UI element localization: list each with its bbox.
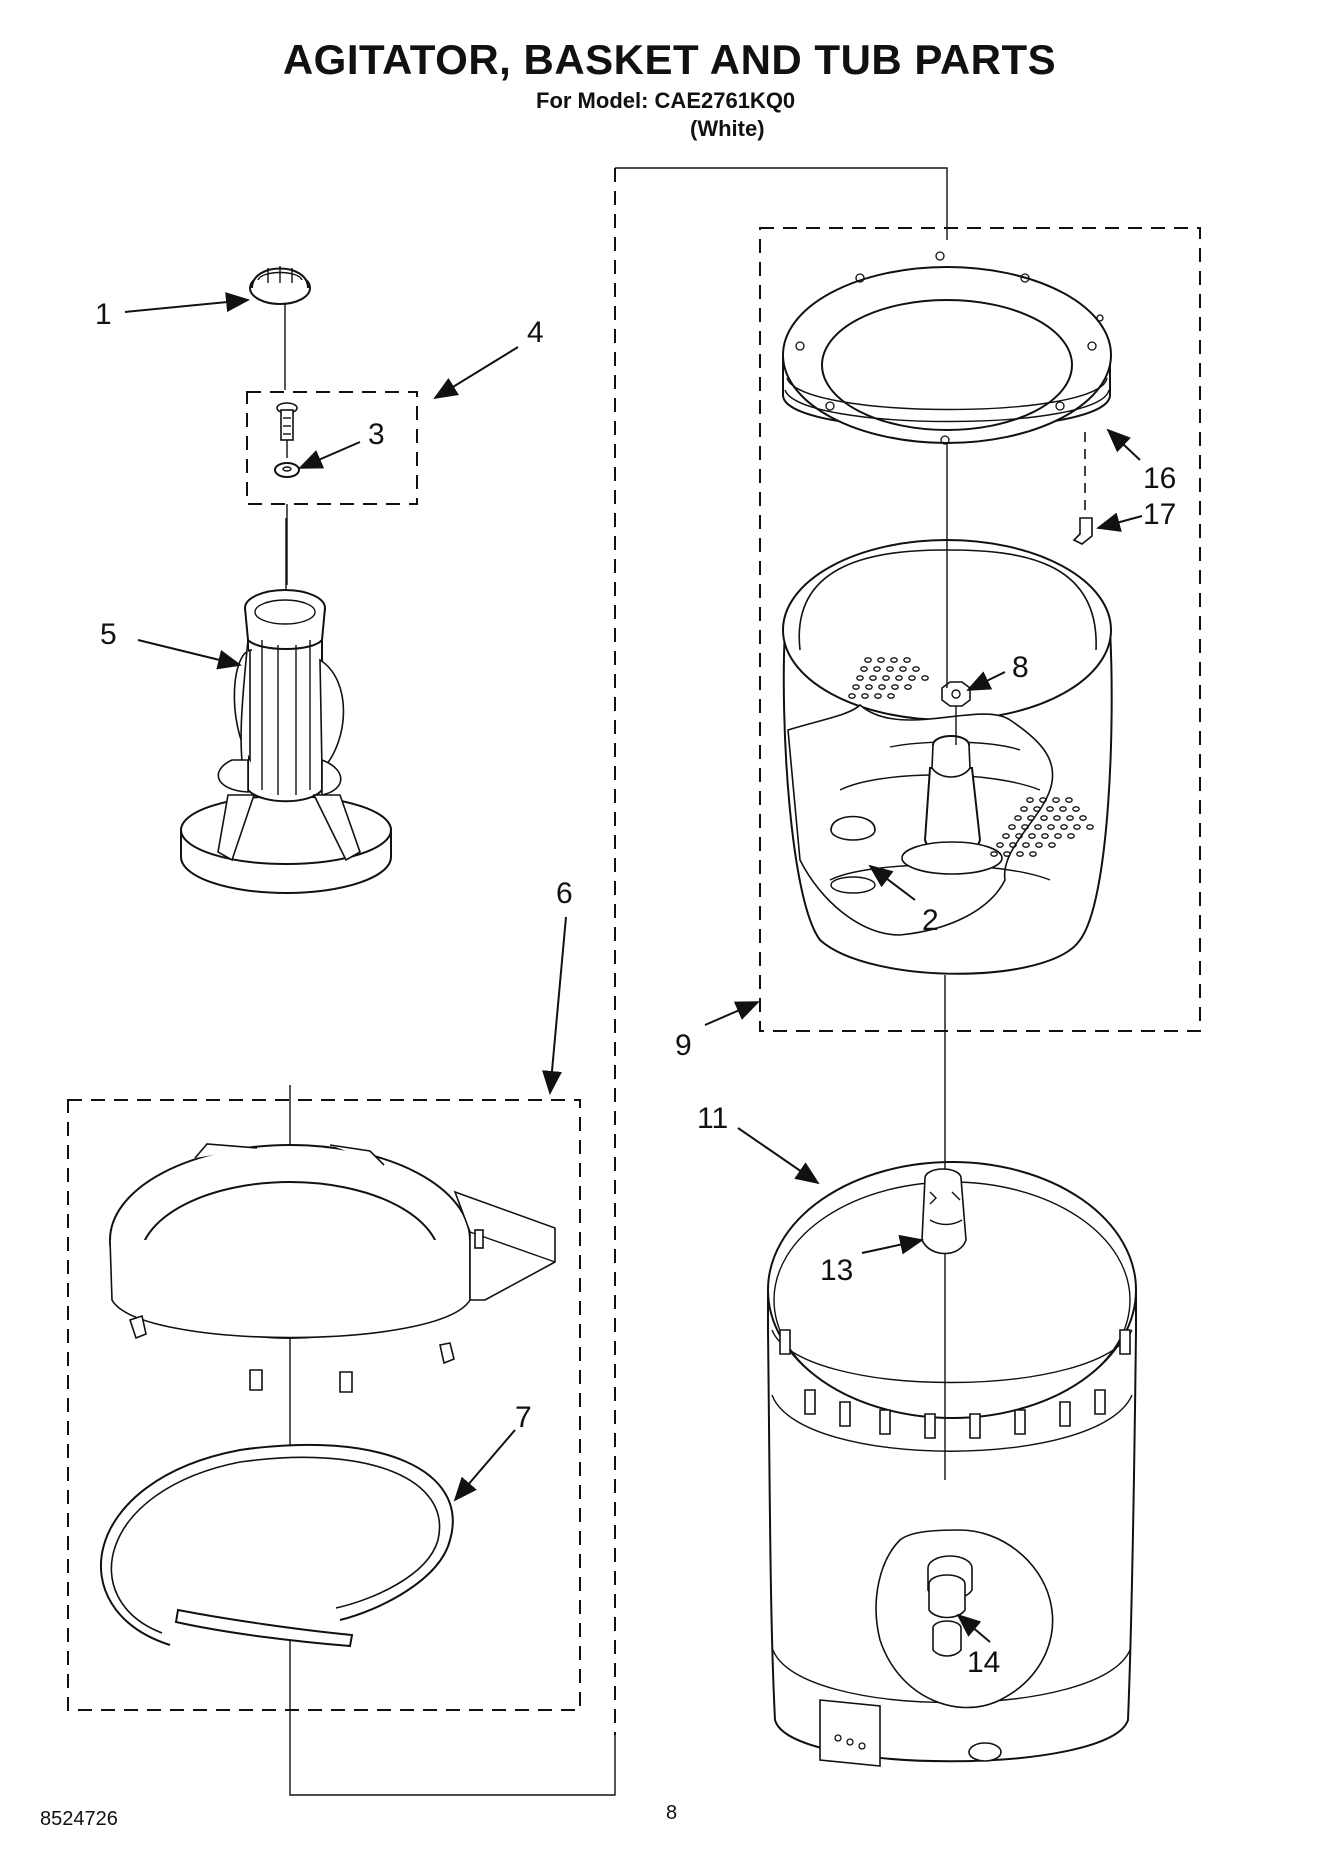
perforation-hole <box>1047 824 1055 830</box>
perforation-hole <box>1060 824 1068 830</box>
perforation-hole <box>890 657 898 663</box>
perforation-hole <box>1029 851 1037 857</box>
perforation-hole <box>1052 797 1060 803</box>
assembly-connector-lines <box>289 167 948 1796</box>
agitator-part <box>180 518 392 894</box>
perforation-hole <box>865 684 873 690</box>
perforation-hole <box>990 851 998 857</box>
color-line: (White) <box>690 116 765 141</box>
perforation-hole <box>1014 815 1022 821</box>
perforation-hole <box>1086 824 1094 830</box>
perforation-hole <box>1067 833 1075 839</box>
hub-nut-part <box>941 443 971 745</box>
perforation-hole <box>903 657 911 663</box>
callout-7: 7 <box>515 1401 532 1434</box>
callout-6: 6 <box>556 877 573 910</box>
perforation-hole <box>882 675 890 681</box>
perforation-hole <box>1015 833 1023 839</box>
callout-11: 11 <box>697 1102 728 1135</box>
perforation-hole <box>895 675 903 681</box>
callout-8: 8 <box>1012 651 1029 684</box>
perforation-hole <box>1020 806 1028 812</box>
perforation-hole <box>1003 851 1011 857</box>
callout-13: 13 <box>820 1254 853 1287</box>
clamp-band-part <box>99 1443 454 1648</box>
leader-arrows <box>124 292 1143 1643</box>
perforation-hole <box>860 666 868 672</box>
perforation-hole <box>869 675 877 681</box>
perforation-hole <box>874 693 882 699</box>
perforation-hole <box>1002 833 1010 839</box>
perforation-hole <box>1041 833 1049 839</box>
callout-3: 3 <box>368 418 385 451</box>
perforation-hole <box>1054 833 1062 839</box>
perforation-hole <box>848 693 856 699</box>
perforation-hole <box>1021 824 1029 830</box>
perforation-hole <box>1028 833 1036 839</box>
perforation-hole <box>904 684 912 690</box>
perforation-hole <box>878 684 886 690</box>
tub-nut-part <box>928 1574 966 1657</box>
page-number: 8 <box>666 1802 678 1824</box>
document-number: 8524726 <box>40 1808 118 1830</box>
perforation-hole <box>1009 842 1017 848</box>
perforation-hole <box>1022 842 1030 848</box>
tub-seal-part <box>921 1168 967 1255</box>
balance-ring-part <box>782 251 1112 510</box>
perforation-hole <box>1065 797 1073 803</box>
perforation-hole <box>1066 815 1074 821</box>
perforation-hole <box>1072 806 1080 812</box>
perforation-hole <box>887 693 895 699</box>
perforation-hole <box>1026 797 1034 803</box>
perforation-hole <box>1079 815 1087 821</box>
perforation-hole <box>873 666 881 672</box>
perforation-hole <box>1027 815 1035 821</box>
perforation-hole <box>912 666 920 672</box>
basket-perforation-holes <box>848 657 1094 857</box>
perforation-hole <box>1035 842 1043 848</box>
bolt-washer-kit <box>246 391 418 585</box>
tub-ring-part <box>67 1099 581 1711</box>
perforation-hole <box>861 693 869 699</box>
callout-17: 17 <box>1143 498 1176 531</box>
callout-14: 14 <box>967 1646 1000 1679</box>
perforation-hole <box>1053 815 1061 821</box>
balance-ring-clip-part <box>1072 517 1093 545</box>
outer-tub-part <box>767 1030 1137 1767</box>
perforation-hole <box>1048 842 1056 848</box>
callout-5: 5 <box>100 618 117 651</box>
agitator-cap-part <box>249 266 311 390</box>
basket-assembly-box <box>759 227 1201 1032</box>
perforation-hole <box>1008 824 1016 830</box>
perforation-hole <box>908 675 916 681</box>
callout-labels: 1 4 3 5 6 7 8 2 9 11 13 14 16 17 <box>95 298 1176 1679</box>
perforation-hole <box>1059 806 1067 812</box>
perforation-hole <box>899 666 907 672</box>
perforation-hole <box>1046 806 1054 812</box>
perforation-hole <box>1034 824 1042 830</box>
model-line: For Model: CAE2761KQ0 <box>536 88 796 113</box>
perforation-hole <box>886 666 894 672</box>
perforation-hole <box>921 675 929 681</box>
perforation-hole <box>877 657 885 663</box>
callout-2: 2 <box>922 904 939 937</box>
perforation-hole <box>1040 815 1048 821</box>
perforation-hole <box>891 684 899 690</box>
callout-16: 16 <box>1143 462 1176 495</box>
perforation-hole <box>856 675 864 681</box>
page-title: AGITATOR, BASKET AND TUB PARTS <box>282 36 1057 83</box>
perforation-hole <box>864 657 872 663</box>
callout-1: 1 <box>95 298 112 331</box>
perforation-hole <box>996 842 1004 848</box>
perforation-hole <box>1033 806 1041 812</box>
perforation-hole <box>1039 797 1047 803</box>
callout-4: 4 <box>527 316 544 349</box>
perforation-hole <box>1073 824 1081 830</box>
perforation-hole <box>852 684 860 690</box>
wash-basket-part <box>782 539 1113 1030</box>
callout-9: 9 <box>675 1029 692 1062</box>
perforation-hole <box>1016 851 1024 857</box>
